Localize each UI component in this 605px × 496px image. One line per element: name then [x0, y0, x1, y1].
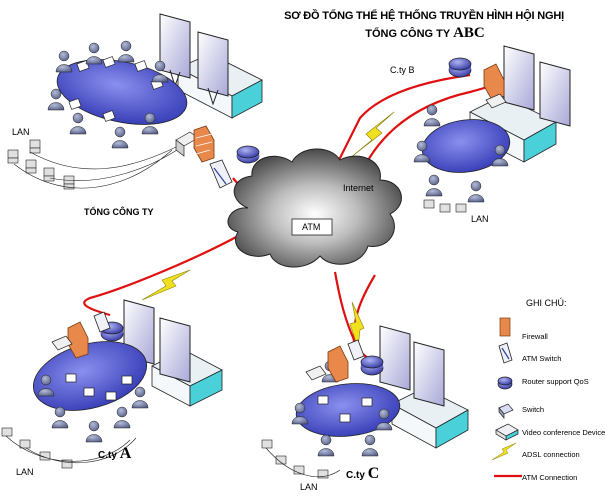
router-b [448, 57, 472, 78]
label-cty-c: C.ty C [346, 465, 379, 483]
legend-item-firewall: Firewall [522, 332, 548, 341]
router-tct [236, 145, 260, 164]
label-atm: ATM [302, 222, 321, 232]
adsl-bolt-a [141, 269, 191, 301]
atm-cloud [227, 148, 402, 268]
label-lan-c: LAN [300, 482, 318, 492]
firewall-c [327, 345, 349, 383]
label-cty-a: C.ty A [98, 445, 131, 463]
switch-a [51, 335, 73, 351]
video-device-tct [159, 13, 263, 119]
site-cty-a [1, 299, 223, 469]
laptops-c [317, 395, 373, 423]
atm-switch-c [347, 339, 365, 361]
legend-item-atm-connection: ATM Connection [522, 473, 578, 482]
label-cty-c-prefix: C.ty [346, 470, 365, 481]
switch-icon [498, 403, 514, 419]
diagram-title-line1: SƠ ĐỒ TỔNG THỂ HỆ THỐNG TRUYỀN HÌNH HỘI … [284, 10, 564, 22]
router-icon [497, 376, 513, 390]
legend-title: GHI CHÚ: [526, 298, 567, 308]
label-cty-a-prefix: C.ty [98, 450, 117, 461]
legend-item-adsl: ADSL connection [522, 450, 580, 459]
label-cty-b: C.ty B [390, 65, 415, 75]
atm-line-c2 [352, 274, 376, 347]
adsl-lightning-icon [491, 442, 517, 461]
label-internet: Internet [343, 183, 374, 193]
firewall-tct [193, 125, 215, 163]
video-device-icon [495, 423, 519, 441]
firewall-b [483, 63, 505, 101]
site-cty-b [413, 45, 571, 213]
label-lan-b: LAN [471, 214, 489, 224]
adsl-bolt-b [349, 111, 395, 159]
lan-pcs-tct [7, 139, 75, 190]
video-device-a [123, 299, 223, 407]
lan-pcs-b [423, 199, 467, 213]
lan-pcs-a [1, 427, 73, 469]
legend-item-video-device: Video conference Device [522, 428, 605, 437]
atm-switch-tct [209, 159, 233, 189]
legend-item-router: Router support QoS [522, 377, 589, 386]
label-tongcongty: TỔNG CÔNG TY [84, 207, 154, 217]
site-tongcongty [7, 13, 263, 190]
laptops-a [65, 373, 133, 401]
atm-switch-icon [498, 342, 513, 364]
people-a [37, 374, 149, 443]
label-cty-a-letter: A [119, 445, 132, 462]
diagram-title-line2: TỔNG CÔNG TY ABC [250, 25, 600, 42]
switch-b [485, 93, 507, 109]
switch-c [305, 365, 327, 381]
site-cty-c [261, 325, 469, 479]
router-c [360, 355, 384, 376]
atm-line-b2 [329, 73, 471, 179]
legend-item-atm-switch: ATM Switch [522, 354, 562, 363]
title-company-prefix: TỔNG CÔNG TY [365, 28, 450, 40]
title-company-brand: ABC [453, 25, 485, 41]
table-b [421, 119, 511, 173]
table-tct [56, 59, 188, 125]
people-b [413, 104, 509, 203]
lan-pcs-c [261, 439, 329, 479]
people-tct [47, 40, 169, 149]
label-lan-tongcongty: LAN [12, 127, 30, 137]
firewall-icon [499, 317, 511, 337]
atm-switch-a [93, 311, 111, 333]
adsl-connections [141, 111, 395, 349]
legend-item-switch: Switch [522, 405, 545, 414]
label-lan-a: LAN [16, 467, 34, 477]
label-cty-c-letter: C [367, 465, 380, 482]
video-device-c [379, 325, 469, 449]
legend-icons [491, 317, 522, 478]
atm-line-a [83, 234, 241, 317]
